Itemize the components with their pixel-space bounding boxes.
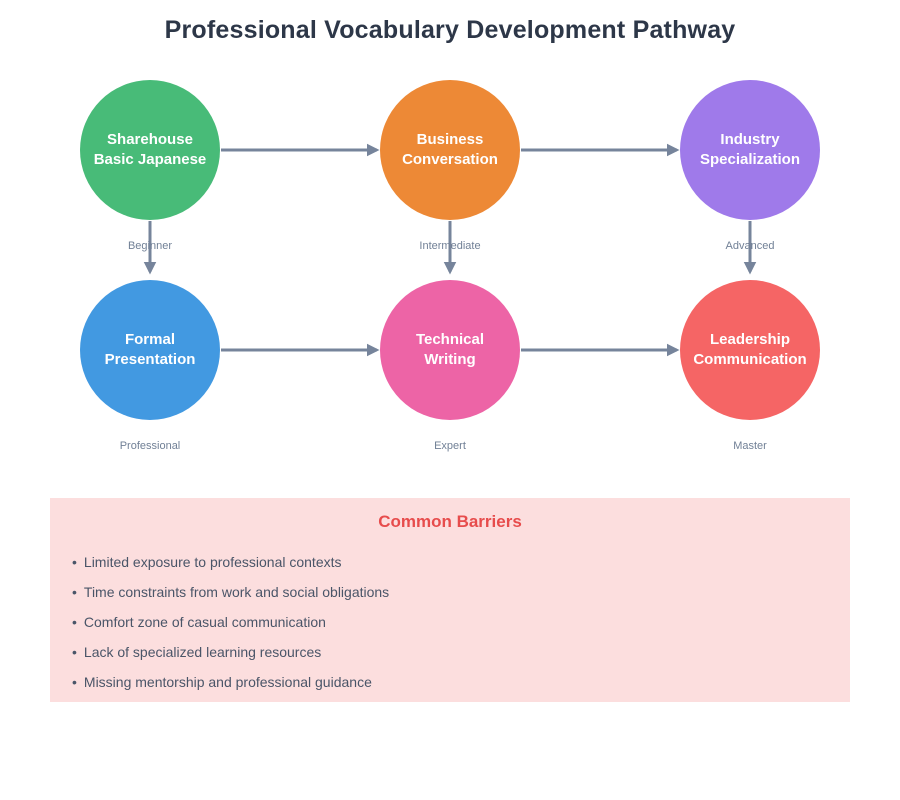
bullet-marker: • bbox=[72, 584, 77, 600]
node-label: Sharehouse Basic Japanese bbox=[93, 131, 207, 168]
bullet-marker: • bbox=[72, 644, 77, 660]
barrier-item: • Limited exposure to professional contex… bbox=[72, 547, 850, 577]
barriers-title: Common Barriers bbox=[378, 512, 522, 531]
level-label-beginner: Beginner bbox=[127, 240, 173, 252]
barrier-text: Limited exposure to professional context… bbox=[83, 554, 342, 570]
node-technical-writing: Technical Writing bbox=[380, 280, 520, 420]
barrier-text: Comfort zone of casual communication bbox=[83, 614, 326, 630]
node-sharehouse-basic-japanese: Sharehouse Basic Japanese bbox=[80, 80, 220, 220]
page-title: Professional Vocabulary Development Path… bbox=[164, 16, 736, 44]
node-label: Industry Specialization bbox=[699, 131, 801, 168]
level-label-expert: Expert bbox=[434, 440, 466, 452]
barrier-item: • Time constraints from work and social o… bbox=[72, 577, 850, 607]
level-label-master: Master bbox=[733, 440, 767, 452]
level-label-intermediate: Intermediate bbox=[419, 240, 481, 252]
bullet-marker: • bbox=[72, 614, 77, 630]
bullet-marker: • bbox=[72, 674, 77, 690]
node-industry-specialization: Industry Specialization bbox=[680, 80, 820, 220]
barrier-text: Time constraints from work and social ob… bbox=[83, 584, 390, 600]
node-label: Business Conversation bbox=[402, 131, 498, 168]
barrier-text: Lack of specialized learning resources bbox=[83, 644, 322, 660]
bullet-marker: • bbox=[72, 554, 77, 570]
barriers-list: • Limited exposure to professional contex… bbox=[50, 547, 850, 697]
barrier-item: • Missing mentorship and professional gui… bbox=[72, 667, 850, 697]
common-barriers-panel: Common Barriers • Limited exposure to pro… bbox=[50, 498, 850, 702]
node-label: Technical Writing bbox=[415, 331, 485, 368]
barrier-text: Missing mentorship and professional guid… bbox=[83, 674, 372, 690]
level-label-professional: Professional bbox=[119, 440, 181, 452]
node-label: Formal Presentation bbox=[104, 331, 196, 368]
node-formal-presentation: Formal Presentation bbox=[80, 280, 220, 420]
node-business-conversation: Business Conversation bbox=[380, 80, 520, 220]
node-leadership-communication: Leadership Communication bbox=[680, 280, 820, 420]
barrier-item: • Lack of specialized learning resources bbox=[72, 637, 850, 667]
barrier-item: • Comfort zone of casual communication bbox=[72, 607, 850, 637]
level-label-advanced: Advanced bbox=[725, 240, 775, 252]
node-label: Leadership Communication bbox=[693, 331, 807, 368]
